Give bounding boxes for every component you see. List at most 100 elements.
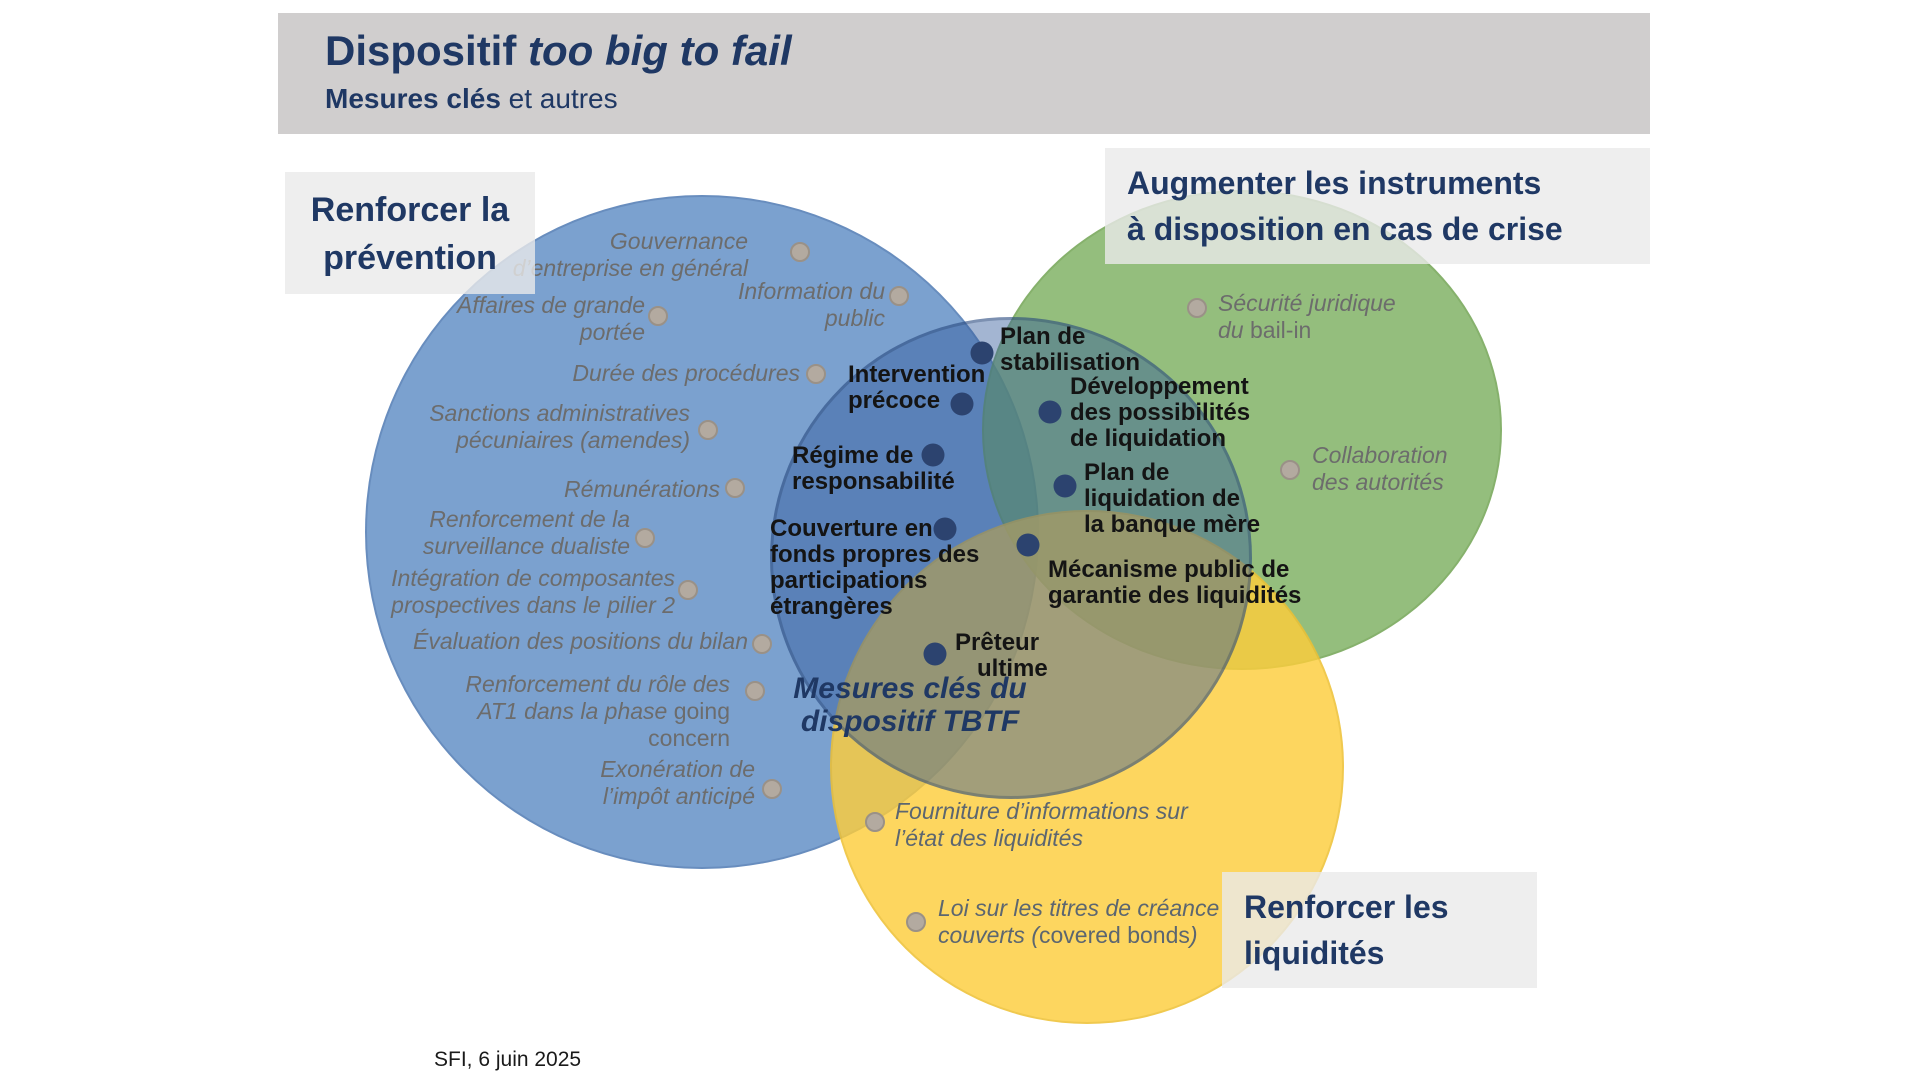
- center-label-key-measures: Mesures clés du dispositif TBTF: [760, 672, 1060, 738]
- text-line: du bail-in: [1218, 317, 1312, 343]
- text-line: pécuniaires (amendes): [456, 427, 690, 453]
- measure-dot: [950, 392, 974, 416]
- text-line: prévention: [323, 239, 497, 277]
- text-line: stabilisation: [1000, 349, 1141, 376]
- measure-dot: [1053, 474, 1077, 498]
- slide-footer: SFI, 6 juin 2025: [434, 1048, 582, 1071]
- text-line: prospectives dans le pilier 2: [391, 592, 675, 618]
- text-line: d’entreprise en général: [512, 255, 748, 281]
- text-line: Intervention: [848, 361, 986, 388]
- subtitle-rest: et autres: [500, 83, 618, 114]
- measure-developpement-liquidation: Développement des possibilités de liquid…: [1070, 374, 1250, 452]
- text-line: Augmenter les instruments: [1127, 165, 1542, 201]
- text-line: fonds propres des: [770, 541, 980, 568]
- item-dot: [1187, 298, 1207, 318]
- measure-couverture-fonds-propres: Couverture en fonds propres des particip…: [770, 516, 979, 620]
- text-line: Renforcer la: [310, 191, 510, 229]
- item-remunerations: Rémunérations: [564, 476, 720, 503]
- text-line: des possibilités: [1070, 399, 1251, 426]
- item-duree-procedures: Durée des procédures: [572, 360, 800, 387]
- measure-dot: [1016, 533, 1040, 557]
- text-line: à disposition en cas de crise: [1127, 211, 1563, 247]
- text-line: Rémunérations: [564, 476, 720, 502]
- text-line: Loi sur les titres de créance: [938, 895, 1220, 921]
- text-line: liquidités: [1244, 935, 1385, 971]
- measure-dot: [933, 517, 957, 541]
- measure-dot: [921, 443, 945, 467]
- text-line: Renforcement du rôle des: [465, 671, 730, 697]
- text-line: Exonération de: [600, 756, 755, 782]
- text-line: Affaires de grande: [457, 292, 645, 318]
- text-line: Information du: [737, 278, 885, 304]
- text-line: surveillance dualiste: [422, 533, 630, 559]
- text-line: Mécanisme public de: [1048, 556, 1290, 583]
- item-gouvernance-entreprise: Gouvernance d’entreprise en général: [513, 228, 748, 282]
- item-securite-bail-in: Sécurité juridique du bail-in: [1218, 290, 1396, 344]
- text-line: liquidation de: [1084, 485, 1240, 512]
- item-evaluation-bilan: Évaluation des positions du bilan: [413, 628, 748, 655]
- measure-dot: [923, 642, 947, 666]
- text-line: ultime: [977, 655, 1048, 682]
- item-surveillance-dualiste: Renforcement de la surveillance dualiste: [423, 506, 630, 560]
- item-dot: [790, 242, 810, 262]
- measure-intervention-precoce: Intervention précoce: [848, 362, 985, 414]
- text-line: Plan de: [1084, 459, 1170, 486]
- item-dot: [752, 634, 772, 654]
- title-prefix: Dispositif: [325, 27, 529, 74]
- measure-dot: [970, 341, 994, 365]
- text-line: responsabilité: [792, 468, 955, 495]
- text-line: public: [824, 305, 885, 331]
- text-line: Évaluation des positions du bilan: [412, 628, 748, 654]
- text-line: Gouvernance: [609, 228, 748, 254]
- text-line: Collaboration: [1312, 442, 1448, 468]
- text-line: Mesures clés du: [793, 672, 1027, 705]
- item-role-at1: Renforcement du rôle des AT1 dans la pha…: [465, 671, 730, 752]
- item-dot: [698, 420, 718, 440]
- text-line: précoce: [848, 387, 941, 414]
- text-line: Intégration de composantes: [391, 565, 675, 591]
- text-line: AT1 dans la phase going: [477, 698, 730, 724]
- text-line: étrangères: [770, 593, 893, 620]
- measure-plan-stabilisation: Plan de stabilisation: [1000, 324, 1140, 376]
- text-line: Sanctions administratives: [429, 400, 690, 426]
- item-affaires-grande-portee: Affaires de grande portée: [457, 292, 645, 346]
- text-line: Développement: [1070, 373, 1249, 400]
- text-line: l’état des liquidités: [895, 825, 1083, 851]
- text-line: dispositif TBTF: [800, 705, 1020, 738]
- text-line: Prêteur: [955, 629, 1040, 656]
- text-line: de liquidation: [1070, 425, 1226, 452]
- measure-plan-liquidation-banque-mere: Plan de liquidation de la banque mère: [1084, 460, 1260, 538]
- item-dot: [889, 286, 909, 306]
- text-line: Couverture en: [770, 515, 933, 542]
- section-label-liquidites: Renforcer les liquidités: [1222, 872, 1537, 988]
- item-dot: [1280, 460, 1300, 480]
- measure-preteur-ultime: Prêteur ultime: [955, 630, 1048, 682]
- item-sanctions-administratives: Sanctions administratives pécuniaires (a…: [429, 400, 690, 454]
- item-collaboration-autorites: Collaboration des autorités: [1312, 442, 1448, 496]
- text-line: couverts (covered bonds): [938, 922, 1198, 948]
- section-label-instruments: Augmenter les instruments à disposition …: [1105, 148, 1650, 264]
- item-dot: [806, 364, 826, 384]
- measure-dot: [1038, 400, 1062, 424]
- item-exoneration-impot: Exonération de l’impôt anticipé: [600, 756, 755, 810]
- item-information-public: Information du public: [738, 278, 885, 332]
- text-line: Renforcer les: [1244, 889, 1449, 925]
- text-line: garantie des liquidités: [1048, 582, 1302, 609]
- item-dot: [678, 580, 698, 600]
- text-line: Plan de: [1000, 323, 1086, 350]
- item-fourniture-informations: Fourniture d’informations sur l’état des…: [895, 798, 1188, 852]
- page-title: Dispositif too big to fail: [325, 27, 792, 75]
- text-line: portée: [579, 319, 645, 345]
- page-subtitle: Mesures clés et autres: [325, 83, 618, 115]
- title-bar: Dispositif too big to fail Mesures clés …: [278, 13, 1650, 134]
- text-line: Durée des procédures: [572, 360, 800, 386]
- title-italic-part: too big to fail: [528, 27, 792, 74]
- text-line: Fourniture d’informations sur: [895, 798, 1188, 824]
- text-line: concern: [648, 725, 730, 751]
- measure-mecanisme-garantie-liquidites: Mécanisme public de garantie des liquidi…: [1048, 557, 1301, 609]
- item-dot: [745, 681, 765, 701]
- item-dot: [762, 779, 782, 799]
- item-loi-titres-creance: Loi sur les titres de créance couverts (…: [938, 895, 1219, 949]
- item-dot: [906, 912, 926, 932]
